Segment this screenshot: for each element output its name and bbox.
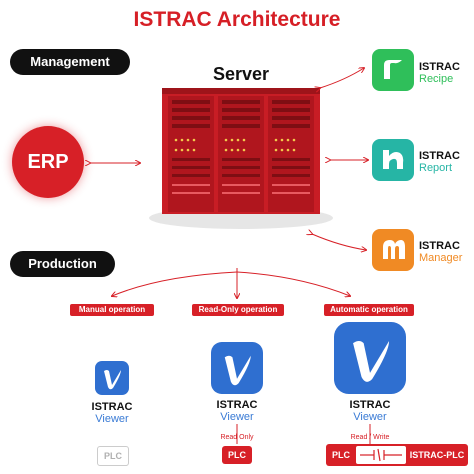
automatic-operation-tag: Automatic operation xyxy=(324,304,414,316)
read-only-label: Read Only xyxy=(220,434,254,441)
manual-operation-tag: Manual operation xyxy=(70,304,154,316)
viewer-icon-read-only[interactable] xyxy=(211,342,263,394)
server-rack-image xyxy=(146,84,336,230)
report-app-sub: Report xyxy=(419,162,453,174)
recipe-app-sub: Recipe xyxy=(419,73,454,85)
viewer-icon-manual[interactable] xyxy=(95,361,129,395)
viewer-name-automatic: ISTRAC xyxy=(349,399,391,411)
istrac-manager-icon[interactable] xyxy=(372,229,414,271)
plc-manual: PLC xyxy=(97,446,129,466)
production-label: Production xyxy=(10,251,115,277)
page-title: ISTRAC Architecture xyxy=(133,8,341,31)
viewer-sub-read-only: Viewer xyxy=(220,411,254,423)
istrac-plc-label: ISTRAC-PLC xyxy=(409,450,465,460)
management-label: Management xyxy=(10,49,130,75)
plc-automatic: PLC xyxy=(332,450,350,460)
viewer-sub-automatic: Viewer xyxy=(353,411,387,423)
plc-contact-icon xyxy=(356,446,406,464)
manager-app-name: ISTRAC xyxy=(419,240,460,252)
erp-node: ERP xyxy=(12,126,84,198)
plc-read-only: PLC xyxy=(222,446,252,464)
report-app-name: ISTRAC xyxy=(419,150,460,162)
read-write-label: Read / Write xyxy=(350,434,390,441)
server-label: Server xyxy=(212,64,270,84)
recipe-app-name: ISTRAC xyxy=(419,61,460,73)
istrac-recipe-icon[interactable] xyxy=(372,49,414,91)
manager-app-sub: Manager xyxy=(419,252,463,264)
viewer-name-manual: ISTRAC xyxy=(91,401,133,413)
read-only-operation-tag: Read-Only operation xyxy=(192,304,284,316)
istrac-plc-module: PLC ISTRAC-PLC xyxy=(326,444,468,466)
viewer-icon-automatic[interactable] xyxy=(334,322,406,394)
viewer-name-read-only: ISTRAC xyxy=(216,399,258,411)
viewer-sub-manual: Viewer xyxy=(95,413,129,425)
istrac-report-icon[interactable] xyxy=(372,139,414,181)
